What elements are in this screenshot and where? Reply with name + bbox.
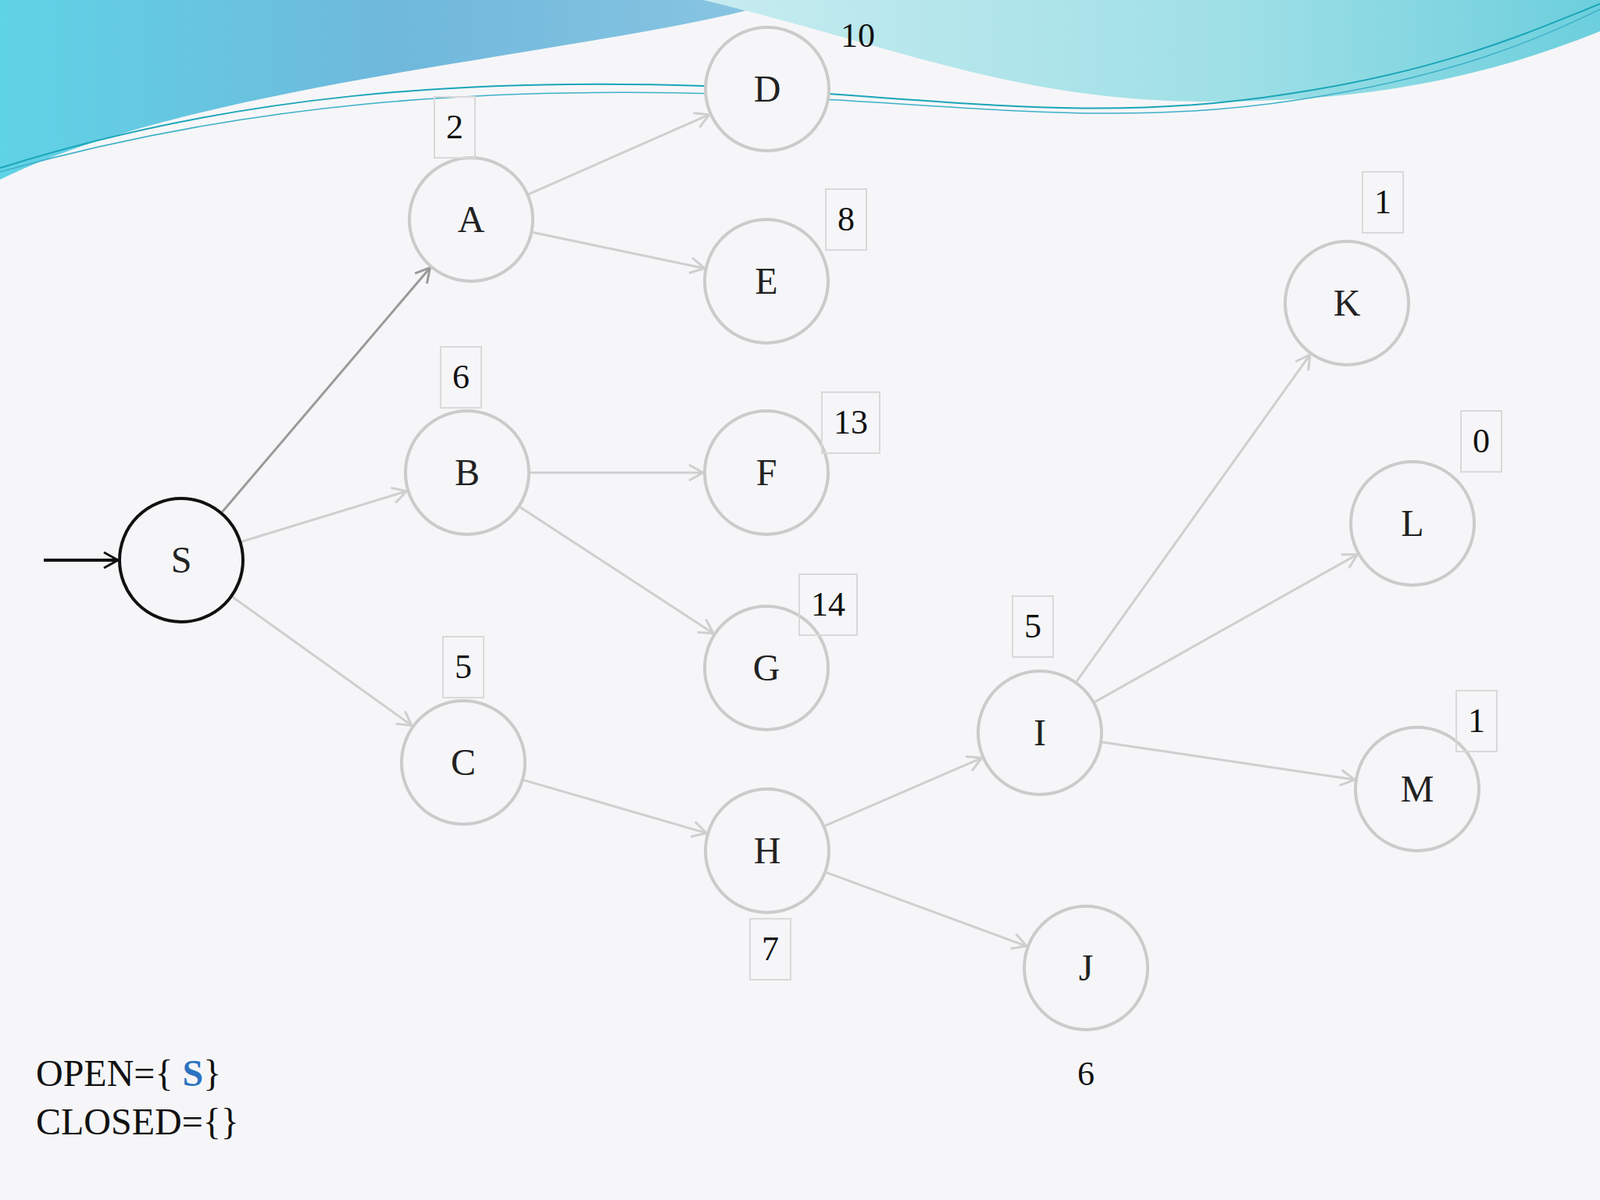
state-circle: J6 [1022, 904, 1150, 1032]
arrow-connector [532, 232, 704, 274]
wave-line [0, 9, 1600, 172]
state-circle: D10 [703, 25, 831, 153]
wave-right [703, 0, 1600, 102]
state-circle: B6 [403, 409, 531, 536]
node-letter: M [1400, 770, 1435, 808]
heuristic-value: 0 [1460, 410, 1503, 473]
arrow-connector [826, 872, 1027, 949]
heuristic-value: 14 [798, 573, 858, 636]
heuristic-value: 5 [442, 635, 485, 699]
heuristic-value: 7 [749, 917, 792, 981]
state-circle: G14 [703, 604, 830, 732]
arrow-connector [1076, 354, 1311, 682]
state-circle: S [117, 496, 245, 624]
node-letter: S [171, 541, 193, 579]
arrow-connector [221, 267, 430, 513]
node-letter: F [756, 453, 778, 492]
arrow-connector [241, 487, 407, 542]
list-text: OPEN={ [35, 1052, 173, 1094]
node-letter: K [1333, 284, 1361, 322]
heuristic-value: 6 [1064, 1042, 1108, 1106]
state-circle: E8 [703, 217, 830, 345]
state-circle: L0 [1349, 460, 1476, 587]
open-list: OPEN={S} [35, 1054, 222, 1093]
node-letter: E [754, 262, 778, 300]
node-letter: D [753, 70, 782, 108]
node-letter: G [753, 649, 781, 687]
node-letter: C [450, 743, 476, 782]
state-circle: M1 [1353, 725, 1481, 853]
heuristic-value: 1 [1455, 689, 1498, 753]
arrow-connector [520, 507, 714, 633]
node-letter: H [753, 832, 782, 870]
closed-list: CLOSED={} [35, 1103, 240, 1141]
state-circle: H7 [703, 787, 831, 915]
arrow-connector [825, 756, 982, 826]
open-item: S [182, 1052, 204, 1094]
heuristic-value: 5 [1011, 595, 1054, 658]
arrow-connector [1095, 554, 1358, 703]
arrow-connector [524, 780, 707, 837]
state-circle: C5 [400, 699, 527, 826]
node-letter: I [1033, 714, 1047, 752]
wave-left [0, 0, 782, 180]
arrow-connector [530, 464, 704, 481]
list-text: } [203, 1052, 222, 1094]
heuristic-value: 2 [433, 96, 476, 159]
heuristic-value: 13 [821, 391, 881, 454]
heuristic-value: 10 [828, 4, 888, 68]
heuristic-value: 1 [1361, 171, 1404, 234]
node-letter: B [454, 453, 480, 492]
node-letter: L [1400, 504, 1424, 543]
state-circle: I5 [976, 669, 1104, 797]
state-circle: F13 [703, 409, 830, 536]
state-circle: K1 [1283, 239, 1411, 367]
arrow-connector [1102, 742, 1355, 786]
start-arrow [43, 552, 118, 568]
state-circle: A2 [407, 156, 535, 283]
arrow-connector [528, 113, 710, 195]
node-letter: A [457, 200, 486, 239]
heuristic-value: 8 [825, 188, 868, 251]
node-letter: J [1078, 949, 1094, 987]
wave-line [0, 3, 1600, 168]
arrow-connector [232, 596, 412, 726]
heuristic-value: 6 [439, 346, 483, 409]
